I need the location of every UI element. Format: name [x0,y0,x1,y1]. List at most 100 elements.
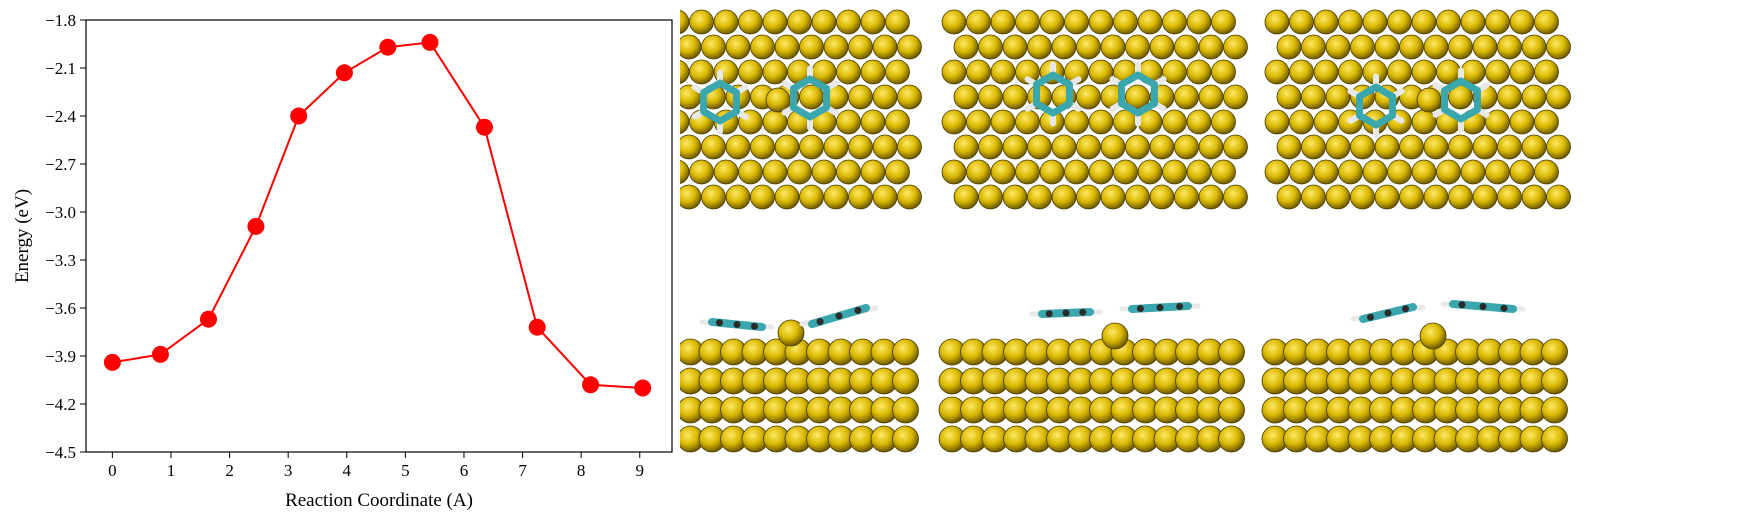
gold-atom [1198,84,1224,110]
gold-atom [774,34,800,60]
gold-atom [836,109,861,135]
x-tick-label: 4 [343,461,352,480]
carbon-ring [790,75,830,121]
side-view-row [680,300,1568,453]
gold-atom [1125,34,1150,60]
gold-atom [738,9,763,35]
gold-atom [1497,184,1522,210]
data-point [335,64,353,82]
gold-atom [1039,9,1065,35]
benzene-side-view [1029,308,1103,318]
plot-area [85,19,673,453]
gold-atom [1534,59,1559,85]
gold-atom [680,9,690,35]
gold-atom [1350,134,1375,160]
gold-atom [1423,34,1449,60]
gold-atom [823,34,849,60]
gold-atom [1198,34,1224,60]
gold-atom [1374,184,1400,210]
data-point [247,217,265,235]
top-view-panel [680,9,922,210]
gold-atom [1541,367,1568,395]
gold-atom [990,159,1016,185]
benzene-molecule [1024,61,1082,127]
gold-atom [799,34,824,60]
gold-atom [1411,9,1437,35]
carbon-atom [854,306,862,314]
x-axis-label: Reaction Coordinate (A) [285,490,473,511]
data-point [528,318,546,336]
gold-atom [941,59,967,85]
x-tick-label: 6 [460,461,469,480]
carbon-ring [1118,71,1158,117]
benzene-side-view [799,304,879,328]
gold-atom [701,184,726,210]
gold-atom [1289,109,1314,135]
carbon-atom [1062,309,1070,317]
top-view-panel [941,9,1248,210]
gold-atom [1301,184,1326,210]
gold-atom [1264,9,1290,35]
gold-atom [848,134,873,160]
gold-atom [1051,134,1077,160]
gold-atom [966,9,991,35]
gold-atom [836,9,861,35]
gold-atom [1162,9,1187,35]
top-view-row [680,9,1571,210]
carbon-atom [1458,301,1466,309]
gold-atom [1276,184,1302,210]
gold-atom [787,9,812,35]
y-tick-label: −4.5 [45,443,76,462]
gold-atom [1002,34,1028,60]
gold-atom [1264,59,1290,85]
gold-atom [1485,9,1510,35]
gold-atom [1149,34,1175,60]
gold-atom [750,184,775,210]
gold-atom [1521,184,1547,210]
side-view-panel [938,302,1245,453]
gold-atom [799,184,824,210]
gold-atom [1088,109,1114,135]
gold-atom [1002,134,1028,160]
gold-atom [1276,84,1302,110]
gold-atom [1149,134,1175,160]
carbon-atom [1367,313,1374,321]
series-layer [103,33,652,397]
gold-atom [1472,134,1498,160]
gold-atom [1411,109,1437,135]
y-tick-label: −1.8 [45,11,76,30]
gold-atom [953,34,979,60]
gold-atom [725,134,751,160]
gold-atom [1101,322,1129,350]
gold-atom [1416,87,1442,113]
gold-atom [1100,184,1126,210]
gold-atom [750,134,775,160]
gold-atom [1387,159,1412,185]
gold-atom [1100,134,1126,160]
gold-atom [966,109,991,135]
gold-atom [1027,134,1052,160]
y-tick-label: −3.9 [45,347,76,366]
carbon-ring [700,79,740,125]
x-tick-label: 2 [225,461,234,480]
gold-atom [860,159,886,185]
gold-atom [1162,159,1187,185]
gold-atom [1313,59,1339,85]
data-point [582,376,600,394]
gold-atom [1436,9,1461,35]
gold-atom [1509,159,1535,185]
gold-atom [1460,159,1486,185]
benzene-side-view [1440,300,1526,313]
gold-atom [966,59,991,85]
gold-atom [897,84,922,110]
gold-atom [848,34,873,60]
gold-atom [750,34,775,60]
data-point [103,353,121,371]
carbon-atom [751,322,758,330]
gold-atom [1137,9,1163,35]
gold-atom [725,184,751,210]
gold-atom [1472,184,1498,210]
gold-atom [1015,9,1040,35]
gold-atom [1485,59,1510,85]
